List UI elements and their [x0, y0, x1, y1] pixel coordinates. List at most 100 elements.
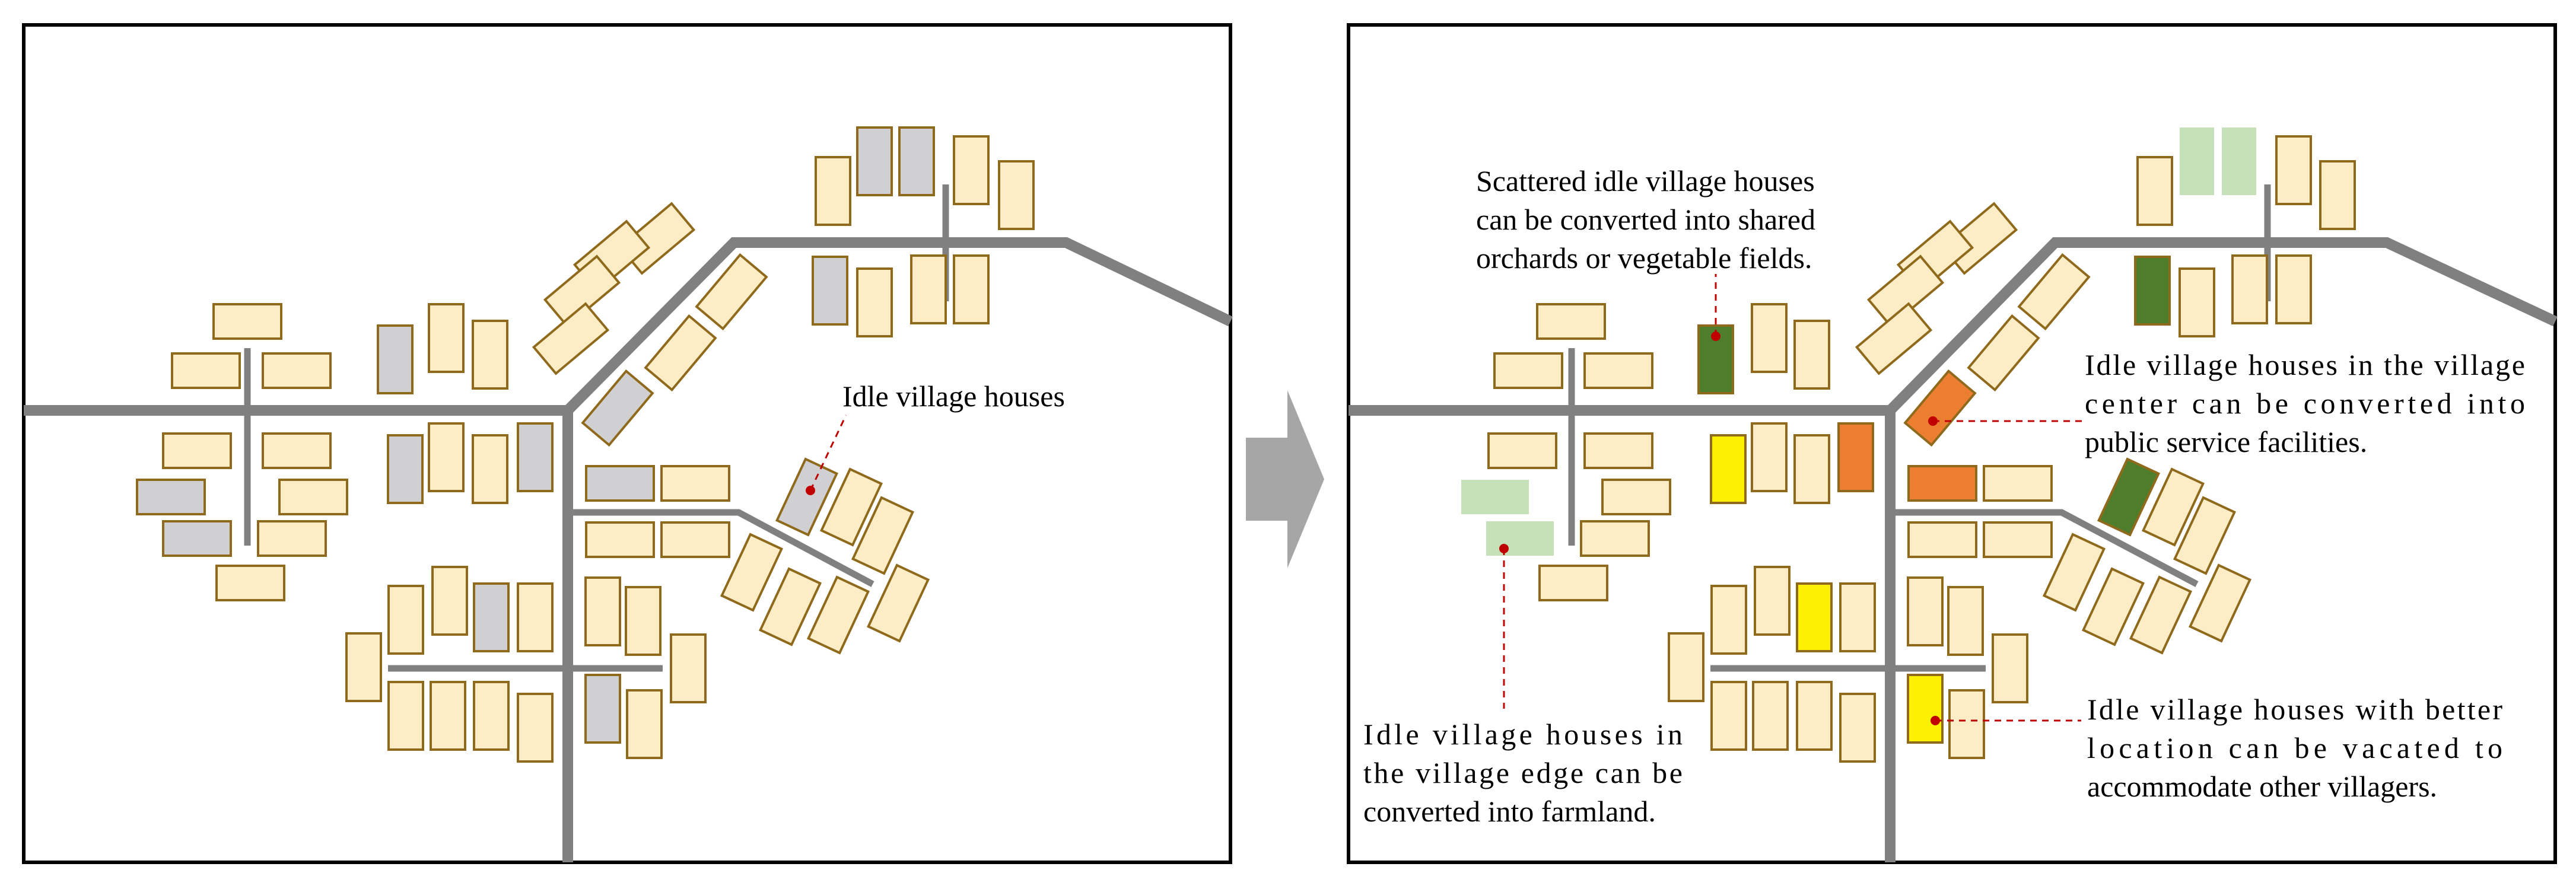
center-label: Idle village houses in the village cente…	[2085, 348, 2536, 458]
village-house	[1710, 585, 1747, 655]
village-house	[1983, 465, 2053, 502]
location-label-line-1: Idle village houses with better	[2087, 693, 2502, 726]
idle-village-house	[585, 465, 655, 502]
village-house	[806, 575, 870, 655]
vacated-house	[1796, 582, 1833, 652]
village-house	[262, 352, 332, 389]
village-house	[1710, 681, 1747, 751]
village-house	[1793, 320, 1830, 390]
village-house	[1855, 302, 1933, 375]
village-house	[670, 633, 707, 703]
village-house	[660, 465, 730, 502]
farmland-plot	[1461, 480, 1529, 514]
village-house	[644, 314, 717, 392]
village-house	[1907, 576, 1944, 646]
public-service-facility	[1903, 369, 1977, 447]
village-house	[387, 681, 424, 751]
right-roads	[1349, 184, 2558, 862]
village-house	[2179, 267, 2215, 337]
village-house	[1796, 681, 1833, 751]
village-house	[2017, 253, 2091, 331]
idle-village-house	[473, 582, 510, 652]
village-house	[431, 566, 468, 636]
village-house	[856, 267, 893, 337]
village-house	[1992, 633, 2028, 703]
orchard-field-plot	[2134, 256, 2171, 326]
village-house	[2275, 254, 2312, 324]
village-house	[660, 521, 730, 558]
east-lane	[1890, 509, 2199, 587]
location-marker-dot	[1931, 716, 1940, 725]
village-house	[278, 479, 348, 515]
farmland-plot	[2222, 128, 2256, 195]
orchards-label: Scattered idle village houses can be con…	[1476, 164, 1823, 275]
east-lane	[568, 509, 874, 587]
village-house	[626, 689, 663, 759]
village-house	[1580, 520, 1650, 557]
left-panel: Idle village houses	[22, 23, 1233, 864]
village-house	[625, 586, 662, 656]
orchard-field-plot	[2097, 457, 2161, 537]
village-house	[543, 254, 621, 328]
village-house	[212, 303, 282, 340]
idle-village-house	[584, 674, 621, 744]
village-house	[1536, 303, 1606, 340]
idle-village-house	[856, 126, 893, 196]
village-house	[1907, 521, 1977, 558]
village-house	[532, 302, 610, 375]
public-service-facility	[1837, 422, 1874, 492]
left-houses	[136, 126, 1035, 763]
village-house	[1752, 681, 1789, 751]
edge-label-line-2: the village edge can be	[1363, 756, 1683, 789]
village-house	[2042, 533, 2106, 612]
idle-village-house	[387, 434, 424, 504]
left-roads	[24, 184, 1233, 862]
center-label-line-1: Idle village houses in the village	[2085, 348, 2525, 381]
village-house	[1793, 434, 1830, 504]
village-house	[758, 567, 822, 646]
village-house	[584, 576, 621, 646]
village-house	[953, 254, 990, 324]
village-house	[1948, 689, 1985, 759]
village-house	[1839, 582, 1876, 652]
village-house	[910, 254, 947, 324]
center-label-line-2: center can be converted into	[2085, 387, 2525, 420]
village-house	[815, 156, 851, 226]
vacated-house	[1710, 434, 1747, 504]
village-house	[1487, 432, 1557, 469]
village-house	[1983, 521, 2053, 558]
location-label-line-2: location can be vacated to	[2087, 731, 2502, 764]
vacated-house	[1907, 674, 1944, 744]
village-house	[953, 135, 990, 205]
village-house	[695, 253, 768, 331]
center-marker-dot	[1928, 416, 1938, 426]
farmland-plot	[2180, 128, 2214, 195]
village-house	[851, 496, 915, 575]
village-house	[998, 160, 1035, 230]
village-house	[1583, 432, 1653, 469]
village-house	[345, 632, 382, 702]
edge-label-line-3: converted into farmland.	[1363, 795, 1656, 828]
village-house	[428, 303, 465, 373]
village-house	[257, 520, 327, 557]
orchards-marker-dot	[1711, 332, 1720, 341]
idle-village-house	[898, 126, 935, 196]
edge-marker-dot	[1499, 544, 1509, 553]
idle-village-house	[377, 324, 414, 394]
village-house	[2231, 254, 2268, 324]
orchards-label-line-1: Scattered idle village houses	[1476, 164, 1815, 197]
village-house	[1751, 303, 1788, 373]
village-house	[2173, 496, 2237, 575]
village-house	[2129, 575, 2193, 655]
village-house	[1754, 566, 1791, 636]
village-house	[171, 352, 241, 389]
village-house	[1601, 479, 1671, 515]
village-house	[1839, 693, 1876, 763]
village-house	[2141, 467, 2205, 547]
village-house	[430, 681, 466, 751]
village-house	[472, 320, 508, 390]
idle-village-house	[162, 520, 232, 557]
village-house	[1947, 586, 1984, 656]
village-house	[215, 565, 285, 601]
village-house	[473, 681, 510, 751]
